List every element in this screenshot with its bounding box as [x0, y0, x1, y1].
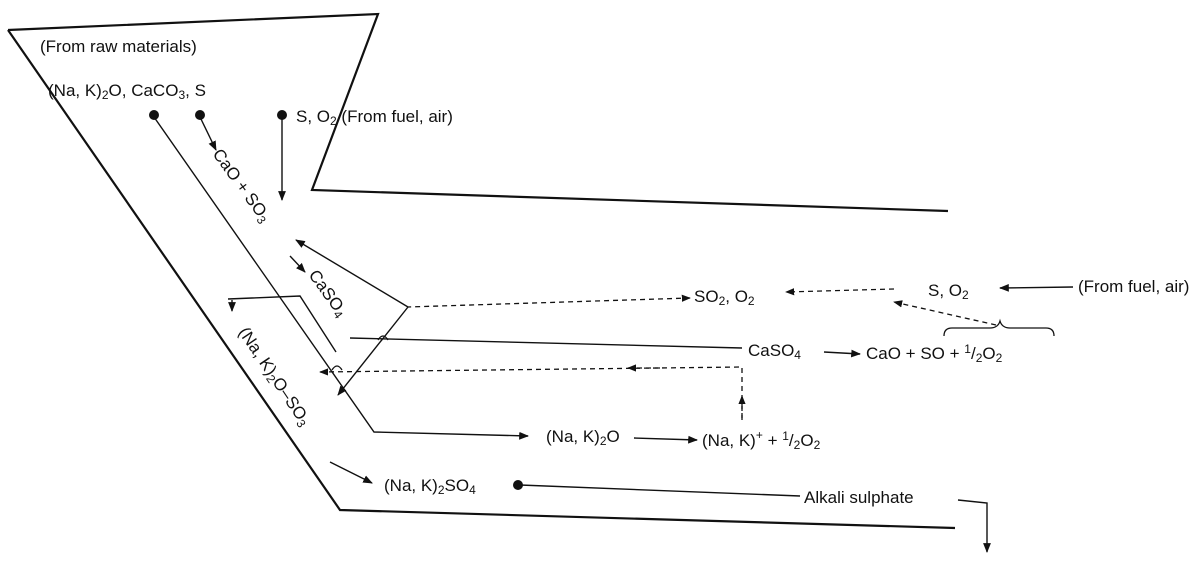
label-fuel-s-o2: S, O2 (From fuel, air): [296, 107, 453, 128]
input-dot-caco3: [195, 110, 205, 120]
brace-so-half-o2: [943, 318, 1055, 337]
line-caso4-left: [227, 295, 337, 353]
arrow-caso4-to-cao: [823, 349, 861, 358]
line-v-to-so3: [295, 239, 409, 308]
line-sulfate-to-alkali: [519, 484, 801, 497]
label-alkali-oxide: (Na, K)2O: [546, 427, 620, 448]
dash-ion-return: [319, 366, 743, 418]
label-alkali-sulfate: (Na, K)2SO4: [384, 476, 476, 497]
kiln-outline-upper: [7, 12, 949, 213]
label-cao-so3: CaO + SO3: [207, 145, 274, 227]
arrow-caco3-to-cao: [199, 116, 217, 151]
hop-mark-2: [331, 365, 343, 371]
arrow-fuel-right-to-s: [999, 283, 1074, 292]
arrow-cao-to-caso4: [289, 255, 306, 273]
arrow-alkso3-to-sulfate: [329, 461, 373, 484]
dash-brace-to-s: [893, 300, 997, 326]
sulfate-dot: [513, 480, 523, 490]
line-caso4-horizontal: [349, 337, 743, 349]
label-cao-so-half-o2: CaO + SO + 1/2O2: [866, 342, 1003, 365]
kiln-outline-lower: [7, 29, 956, 530]
label-alkali-ion: (Na, K)+ + 1/2O2: [702, 428, 821, 452]
label-from-raw-materials: (From raw materials): [40, 37, 197, 56]
hop-mark-1: [377, 335, 389, 341]
label-right-s-o2: S, O2: [928, 281, 969, 302]
input-dot-alkali: [149, 110, 159, 120]
label-caso4-mid: CaSO4: [748, 341, 801, 362]
line-alkali-path: [153, 116, 529, 440]
label-raw-inputs: (Na, K)2O, CaCO3, S: [48, 81, 206, 102]
arrow-alkali-out: [957, 499, 991, 553]
arrow-nako-to-ion: [633, 435, 698, 444]
line-v-to-alkso3: [337, 306, 409, 396]
label-alkali-sulphate: Alkali sulphate: [804, 488, 914, 507]
input-dot-fuel-s: [277, 110, 287, 120]
dash-so2-to-v: [407, 294, 691, 308]
label-so2-o2: SO2, O2: [694, 287, 755, 308]
dash-s-to-so2: [785, 288, 895, 296]
label-right-from-fuel: (From fuel, air): [1078, 277, 1189, 296]
